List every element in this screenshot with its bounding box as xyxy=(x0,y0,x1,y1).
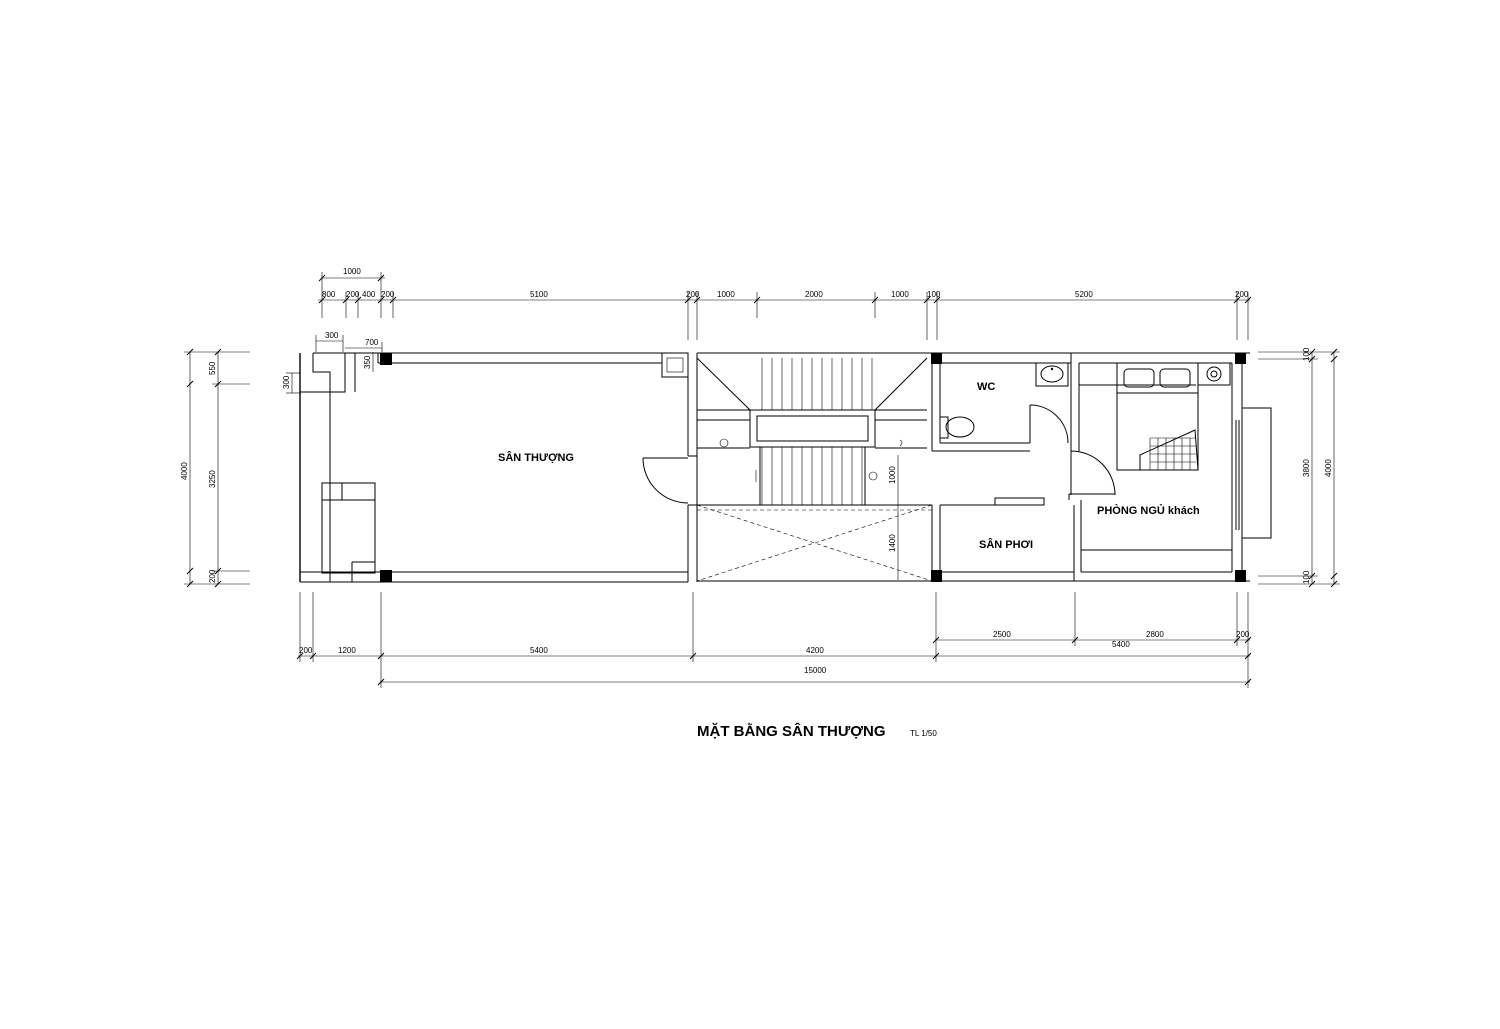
dim-bot-4200: 4200 xyxy=(806,646,824,655)
dim-bot-15000: 15000 xyxy=(804,666,827,675)
dim-bot-2500: 2500 xyxy=(993,630,1011,639)
plan-scale: TL 1/50 xyxy=(910,729,937,738)
dim-bot-200a: 200 xyxy=(1236,630,1250,639)
dim-top-200b: 200 xyxy=(381,290,395,299)
room-label-guest-bedroom: PHÒNG NGỦ khách xyxy=(1097,504,1200,517)
dim-right-100a: 100 xyxy=(1302,347,1311,361)
doors xyxy=(642,404,1116,506)
dim-bot-200b: 200 xyxy=(299,646,313,655)
dim-top-200d: 200 xyxy=(1235,290,1249,299)
dim-bot-5400a: 5400 xyxy=(530,646,548,655)
dimension-labels: 1000 800 200 400 200 5100 200 1000 2000 … xyxy=(180,267,1333,675)
dim-top-700: 700 xyxy=(365,338,379,347)
fixtures xyxy=(939,362,1231,471)
dim-right-4000: 4000 xyxy=(1324,459,1333,477)
dimension-lines xyxy=(184,272,1340,688)
dim-top-1000c: 1000 xyxy=(891,290,909,299)
walls xyxy=(299,352,1272,583)
dim-left-550: 550 xyxy=(208,361,217,375)
dim-bot-2800: 2800 xyxy=(1146,630,1164,639)
dim-inner-1400: 1400 xyxy=(888,534,897,552)
dim-right-3800: 3800 xyxy=(1302,459,1311,477)
dim-inner-1000: 1000 xyxy=(888,466,897,484)
dim-bot-5400b: 5400 xyxy=(1112,640,1130,649)
room-label-wc: WC xyxy=(977,381,995,393)
dim-top-200a: 200 xyxy=(346,290,360,299)
staircase xyxy=(696,357,928,505)
void-below xyxy=(696,504,933,582)
dim-top-300: 300 xyxy=(325,331,339,340)
room-labels: SÂN THƯỢNG WC SÂN PHƠI PHÒNG NGỦ khách xyxy=(498,381,1200,551)
plan-title: MẶT BẰNG SÂN THƯỢNG xyxy=(697,722,886,740)
dim-right-100b: 100 xyxy=(1302,570,1311,584)
room-label-drying-yard: SÂN PHƠI xyxy=(979,538,1033,551)
dim-top-1000b: 1000 xyxy=(717,290,735,299)
dim-top-2000: 2000 xyxy=(805,290,823,299)
dim-top-5100: 5100 xyxy=(530,290,548,299)
drawing-title: MẶT BẰNG SÂN THƯỢNG TL 1/50 xyxy=(697,722,937,740)
dim-left-200: 200 xyxy=(208,569,217,583)
dim-bot-1200: 1200 xyxy=(338,646,356,655)
dim-top-100: 100 xyxy=(927,290,941,299)
dim-top-800: 800 xyxy=(322,290,336,299)
room-label-terrace: SÂN THƯỢNG xyxy=(498,451,574,464)
dim-top-200c: 200 xyxy=(686,290,700,299)
dim-left-300: 300 xyxy=(282,375,291,389)
dim-left-4000: 4000 xyxy=(180,462,189,480)
dim-left-3250: 3250 xyxy=(208,470,217,488)
columns xyxy=(380,353,1246,582)
dim-top-5200: 5200 xyxy=(1075,290,1093,299)
dim-top-400: 400 xyxy=(362,290,376,299)
dim-top-1000: 1000 xyxy=(343,267,361,276)
dim-350: 350 xyxy=(363,355,372,369)
